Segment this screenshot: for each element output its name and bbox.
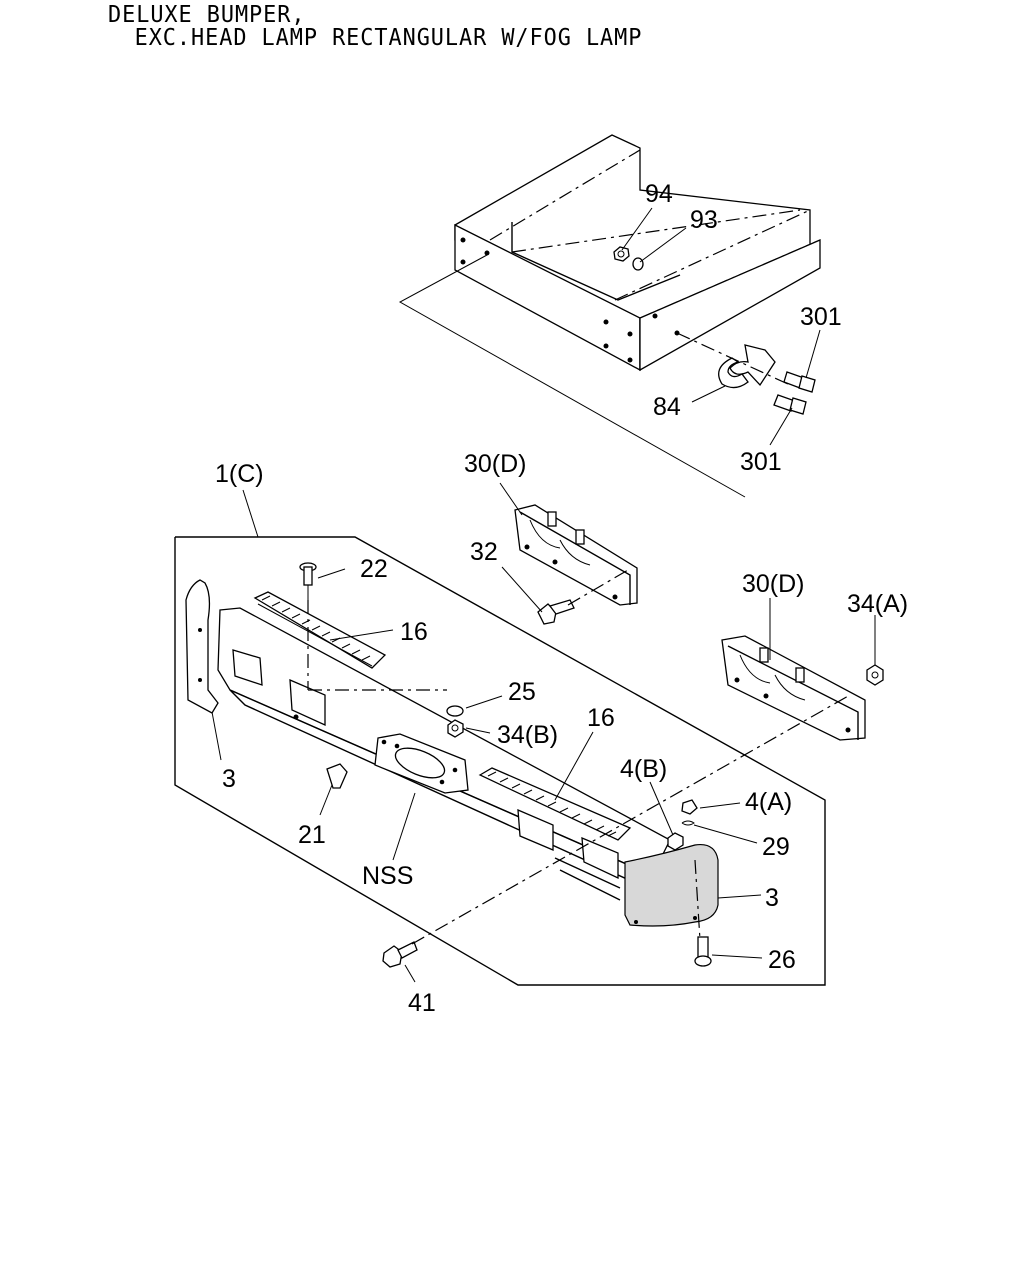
callout-34a: 34(A): [847, 590, 908, 618]
washer-25: [446, 705, 464, 717]
leader-lines: [211, 207, 876, 983]
nut-4a: [681, 799, 698, 815]
end-cap-3-left: [185, 579, 219, 714]
callout-4a: 4(A): [745, 788, 792, 816]
callout-21: 21: [298, 821, 326, 849]
frame-chassis: [398, 134, 821, 498]
callout-29: 29: [762, 833, 790, 861]
callout-34b: 34(B): [497, 721, 558, 749]
nut-34a: [866, 664, 884, 686]
callout-94: 94: [645, 180, 673, 208]
bracket-30d-left: [514, 504, 638, 606]
callout-16-left: 16: [400, 618, 428, 646]
callout-3-right: 3: [765, 884, 779, 912]
callout-301-top: 301: [800, 303, 842, 331]
callout-93: 93: [690, 206, 718, 234]
bumper-main-bar: [217, 607, 671, 901]
washer-29: [681, 820, 695, 826]
title-line-2: EXC.HEAD LAMP RECTANGULAR W/FOG LAMP: [134, 25, 643, 51]
clip-21: [326, 763, 348, 789]
callout-16-right: 16: [587, 704, 615, 732]
washer-93: [632, 257, 644, 271]
title-line-1: DELUXE BUMPER,: [108, 2, 306, 28]
callout-25: 25: [508, 678, 536, 706]
callout-22: 22: [360, 555, 388, 583]
step-pad-16-left: [253, 591, 387, 669]
bolt-301-bottom: [773, 394, 807, 415]
assembly-box-outline: [174, 536, 826, 986]
callout-84: 84: [653, 393, 681, 421]
callout-30d-left: 30(D): [464, 450, 527, 478]
nut-94: [613, 246, 630, 262]
end-cap-3-right: [624, 843, 719, 941]
nut-4b: [667, 832, 684, 851]
callout-30d-right: 30(D): [742, 570, 805, 598]
bracket-30d-right: [721, 635, 866, 741]
bolt-26: [694, 936, 712, 967]
bolt-32: [537, 569, 629, 625]
callout-3-left: 3: [222, 765, 236, 793]
diagram-title: DELUXE BUMPER, EXC.HEAD LAMP RECTANGULAR…: [108, 4, 642, 50]
bolt-301-top: [783, 371, 816, 393]
tow-hook-84: [676, 332, 791, 389]
bolt-41: [382, 941, 418, 968]
callout-301-bottom: 301: [740, 448, 782, 476]
step-pad-16-right: [478, 767, 632, 841]
callout-26: 26: [768, 946, 796, 974]
callout-32: 32: [470, 538, 498, 566]
callout-1c: 1(C): [215, 460, 264, 488]
callout-4b: 4(B): [620, 755, 667, 783]
bolt-22: [299, 562, 447, 691]
callout-41: 41: [408, 989, 436, 1017]
nut-34b: [447, 719, 464, 738]
callout-nss: NSS: [362, 862, 413, 890]
